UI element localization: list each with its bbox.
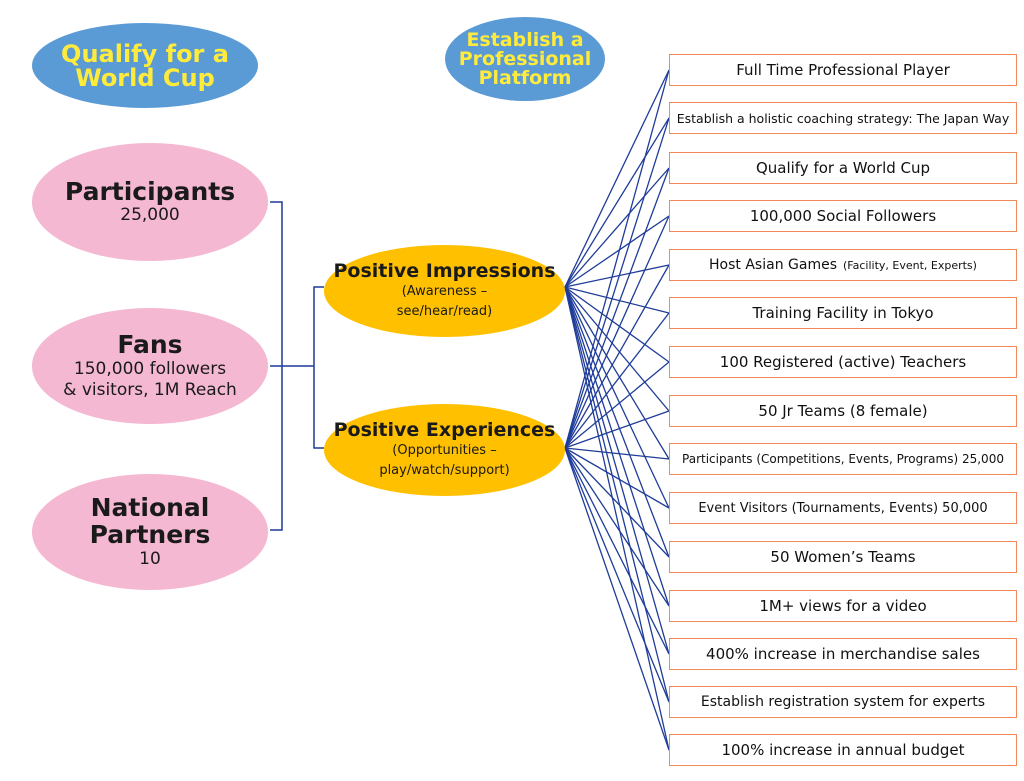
outcome-box: 50 Women’s Teams (669, 541, 1017, 573)
fan-line (564, 167, 670, 449)
input-participants: Participants 25,000 (32, 143, 268, 261)
mediator-bracket (313, 286, 324, 449)
fan-line (564, 215, 670, 288)
fan-line (564, 69, 670, 449)
outcome-box: Host Asian Games (Facility, Event, Exper… (669, 249, 1017, 281)
goal-line: Qualify for a (61, 39, 229, 68)
fan-line (564, 447, 670, 607)
goal-line: World Cup (75, 63, 215, 92)
fan-line (564, 410, 670, 449)
mediator-positive-experiences: Positive Experiences (Opportunities – pl… (324, 404, 565, 496)
mediator-subtitle: (Awareness – (401, 284, 488, 300)
fan-line (564, 447, 670, 703)
outcome-box: Establish registration system for expert… (669, 686, 1017, 718)
mediator-title: Positive Experiences (333, 418, 556, 441)
outcome-label: 100,000 Social Followers (749, 207, 937, 225)
outcome-box: Training Facility in Tokyo (669, 297, 1017, 329)
fan-line (564, 286, 670, 703)
outcome-label: 50 Jr Teams (8 female) (758, 402, 928, 420)
input-value: & visitors, 1M Reach (63, 379, 237, 400)
outcome-label: 100 Registered (active) Teachers (719, 353, 967, 371)
fan-line (564, 286, 670, 460)
outcome-label: Establish a holistic coaching strategy: … (676, 110, 1010, 126)
outcome-box: 100,000 Social Followers (669, 200, 1017, 232)
outcome-box: 100 Registered (active) Teachers (669, 346, 1017, 378)
input-fans: Fans 150,000 followers & visitors, 1M Re… (32, 308, 268, 424)
outcome-label: Establish registration system for expert… (700, 694, 986, 710)
outcome-label: 50 Women’s Teams (770, 548, 916, 566)
fan-line (564, 447, 670, 509)
input-value: 25,000 (120, 205, 180, 226)
fan-line (564, 264, 670, 449)
goal-qualify-world-cup: Qualify for a World Cup (32, 23, 258, 108)
fan-line (564, 286, 670, 607)
outcome-box: Participants (Competitions, Events, Prog… (669, 443, 1017, 475)
outcome-label: 100% increase in annual budget (721, 741, 965, 759)
fan-line (564, 447, 670, 655)
input-title: National Partners (89, 492, 211, 550)
mediator-subtitle: (Opportunities – (392, 443, 497, 459)
mediator-subtitle: see/hear/read) (396, 303, 493, 319)
outcome-box: Establish a holistic coaching strategy: … (669, 102, 1017, 134)
fan-line (564, 167, 670, 288)
fan-line (564, 286, 670, 412)
fan-line (564, 312, 670, 449)
goal-professional-platform: Establish a Professional Platform (445, 17, 605, 101)
goal-line: Professional (458, 47, 592, 70)
fan-line (564, 447, 670, 460)
input-value: 150,000 followers (73, 358, 227, 379)
fan-line (564, 69, 670, 288)
fan-line (564, 286, 670, 363)
input-title: Participants (64, 176, 236, 206)
fan-line (564, 117, 670, 449)
fan-line (564, 264, 670, 288)
outcome-label: 400% increase in merchandise sales (706, 645, 980, 663)
goal-line: Platform (478, 66, 572, 89)
outcome-label: Training Facility in Tokyo (752, 304, 934, 322)
outcome-label: Full Time Professional Player (736, 61, 950, 79)
fan-line (564, 361, 670, 449)
outcome-label: Host Asian Games (709, 257, 837, 273)
outcome-box: 100% increase in annual budget (669, 734, 1017, 766)
fan-line (564, 286, 670, 509)
fan-line (564, 286, 670, 751)
outcome-box: Qualify for a World Cup (669, 152, 1017, 184)
outcome-note: (Facility, Event, Experts) (843, 258, 977, 272)
mediator-title: Positive Impressions (333, 259, 556, 282)
fan-line (564, 286, 670, 655)
fan-line (564, 117, 670, 288)
input-title: Fans (117, 330, 183, 359)
fan-line (564, 286, 670, 558)
outcome-label: Participants (Competitions, Events, Prog… (682, 452, 1004, 466)
outcome-label: Qualify for a World Cup (755, 159, 931, 177)
outcome-box: Event Visitors (Tournaments, Events) 50,… (669, 492, 1017, 524)
input-value: 10 (139, 548, 161, 569)
fan-line (564, 447, 670, 558)
outcome-label: Event Visitors (Tournaments, Events) 50,… (698, 500, 988, 516)
outcome-box: 1M+ views for a video (669, 590, 1017, 622)
fan-line (564, 286, 670, 314)
input-national-partners: National Partners 10 (32, 474, 268, 590)
outcome-box: 400% increase in merchandise sales (669, 638, 1017, 670)
outcome-label: 1M+ views for a video (759, 597, 927, 615)
goal-line: Establish a (466, 28, 584, 51)
outcome-box: Full Time Professional Player (669, 54, 1017, 86)
mediator-subtitle: play/watch/support) (379, 462, 510, 478)
fan-lines (564, 69, 670, 751)
fan-line (564, 447, 670, 751)
outcome-box: 50 Jr Teams (8 female) (669, 395, 1017, 427)
fan-line (564, 215, 670, 449)
mediator-positive-impressions: Positive Impressions (Awareness – see/he… (324, 245, 565, 337)
